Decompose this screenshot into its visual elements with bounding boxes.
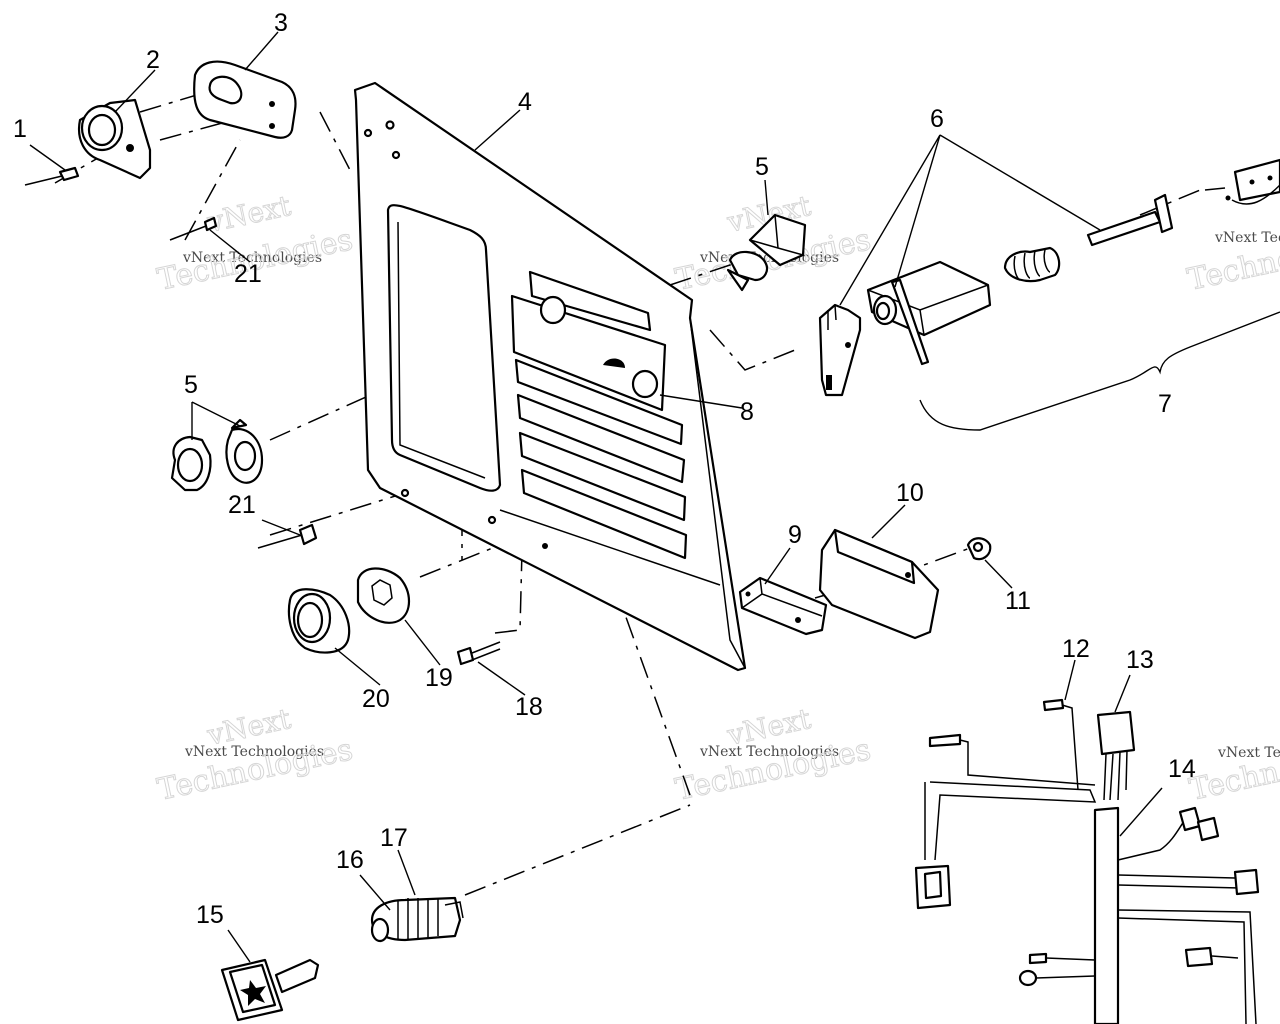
callout-7: 7 [1158,390,1172,418]
bracket-and-clamp [738,528,992,640]
watermark-brand: vNext [204,189,295,239]
watermark-bottom-left: vNext vNext Technologies Technologies [154,701,356,808]
callout-1: 1 [13,115,27,143]
watermark-company: Technologies [1186,732,1280,808]
ignition-switch-assembly [220,896,464,1022]
callout-labels: 1 2 3 4 5 5 6 7 8 9 10 11 12 13 14 15 16… [13,9,1196,929]
callout-6: 6 [930,105,944,133]
mounting-hardware-top-left [24,60,297,241]
watermark-bottom-center: vNext vNext Technologies Technologies [672,701,874,808]
dash-panel [353,81,747,672]
toggle-switch-top [726,213,807,292]
watermark-label: vNext Technologies [699,744,839,760]
watermark-label: vNext Technologies [1214,230,1280,246]
callout-13: 13 [1126,646,1154,674]
ignition-bezel-parts [287,567,501,666]
callout-16: 16 [336,846,364,874]
callout-5-left: 5 [184,371,198,399]
callout-4: 4 [518,88,532,116]
callout-21-left: 21 [228,491,256,519]
callout-20: 20 [362,685,390,713]
leader-lines [29,31,1131,963]
watermark-bottom-right: vNext Technologies Technologies [1186,732,1280,809]
callout-3: 3 [274,9,288,37]
latch-assembly [818,134,1280,431]
callout-18: 18 [515,693,543,721]
watermark-label: vNext Technologies [184,744,324,760]
callout-8: 8 [740,398,754,426]
switch-nut-and-washer [170,401,318,549]
callout-5-top: 5 [755,153,769,181]
callout-2: 2 [146,46,160,74]
callout-19: 19 [425,664,453,692]
callout-10: 10 [896,479,924,507]
watermark-top-right: vNext Technologies Technologies [1184,222,1280,299]
callout-17: 17 [380,824,408,852]
callout-12: 12 [1062,635,1090,663]
callout-9: 9 [788,521,802,549]
callout-11: 11 [1005,587,1031,615]
wiring-harness [914,698,1260,1024]
callout-15: 15 [196,901,224,929]
watermark-label: vNext Technologies [182,250,322,266]
callout-14: 14 [1168,755,1196,783]
callout-21-top: 21 [234,260,262,288]
watermark-label: vNext Technologies [1217,745,1280,761]
